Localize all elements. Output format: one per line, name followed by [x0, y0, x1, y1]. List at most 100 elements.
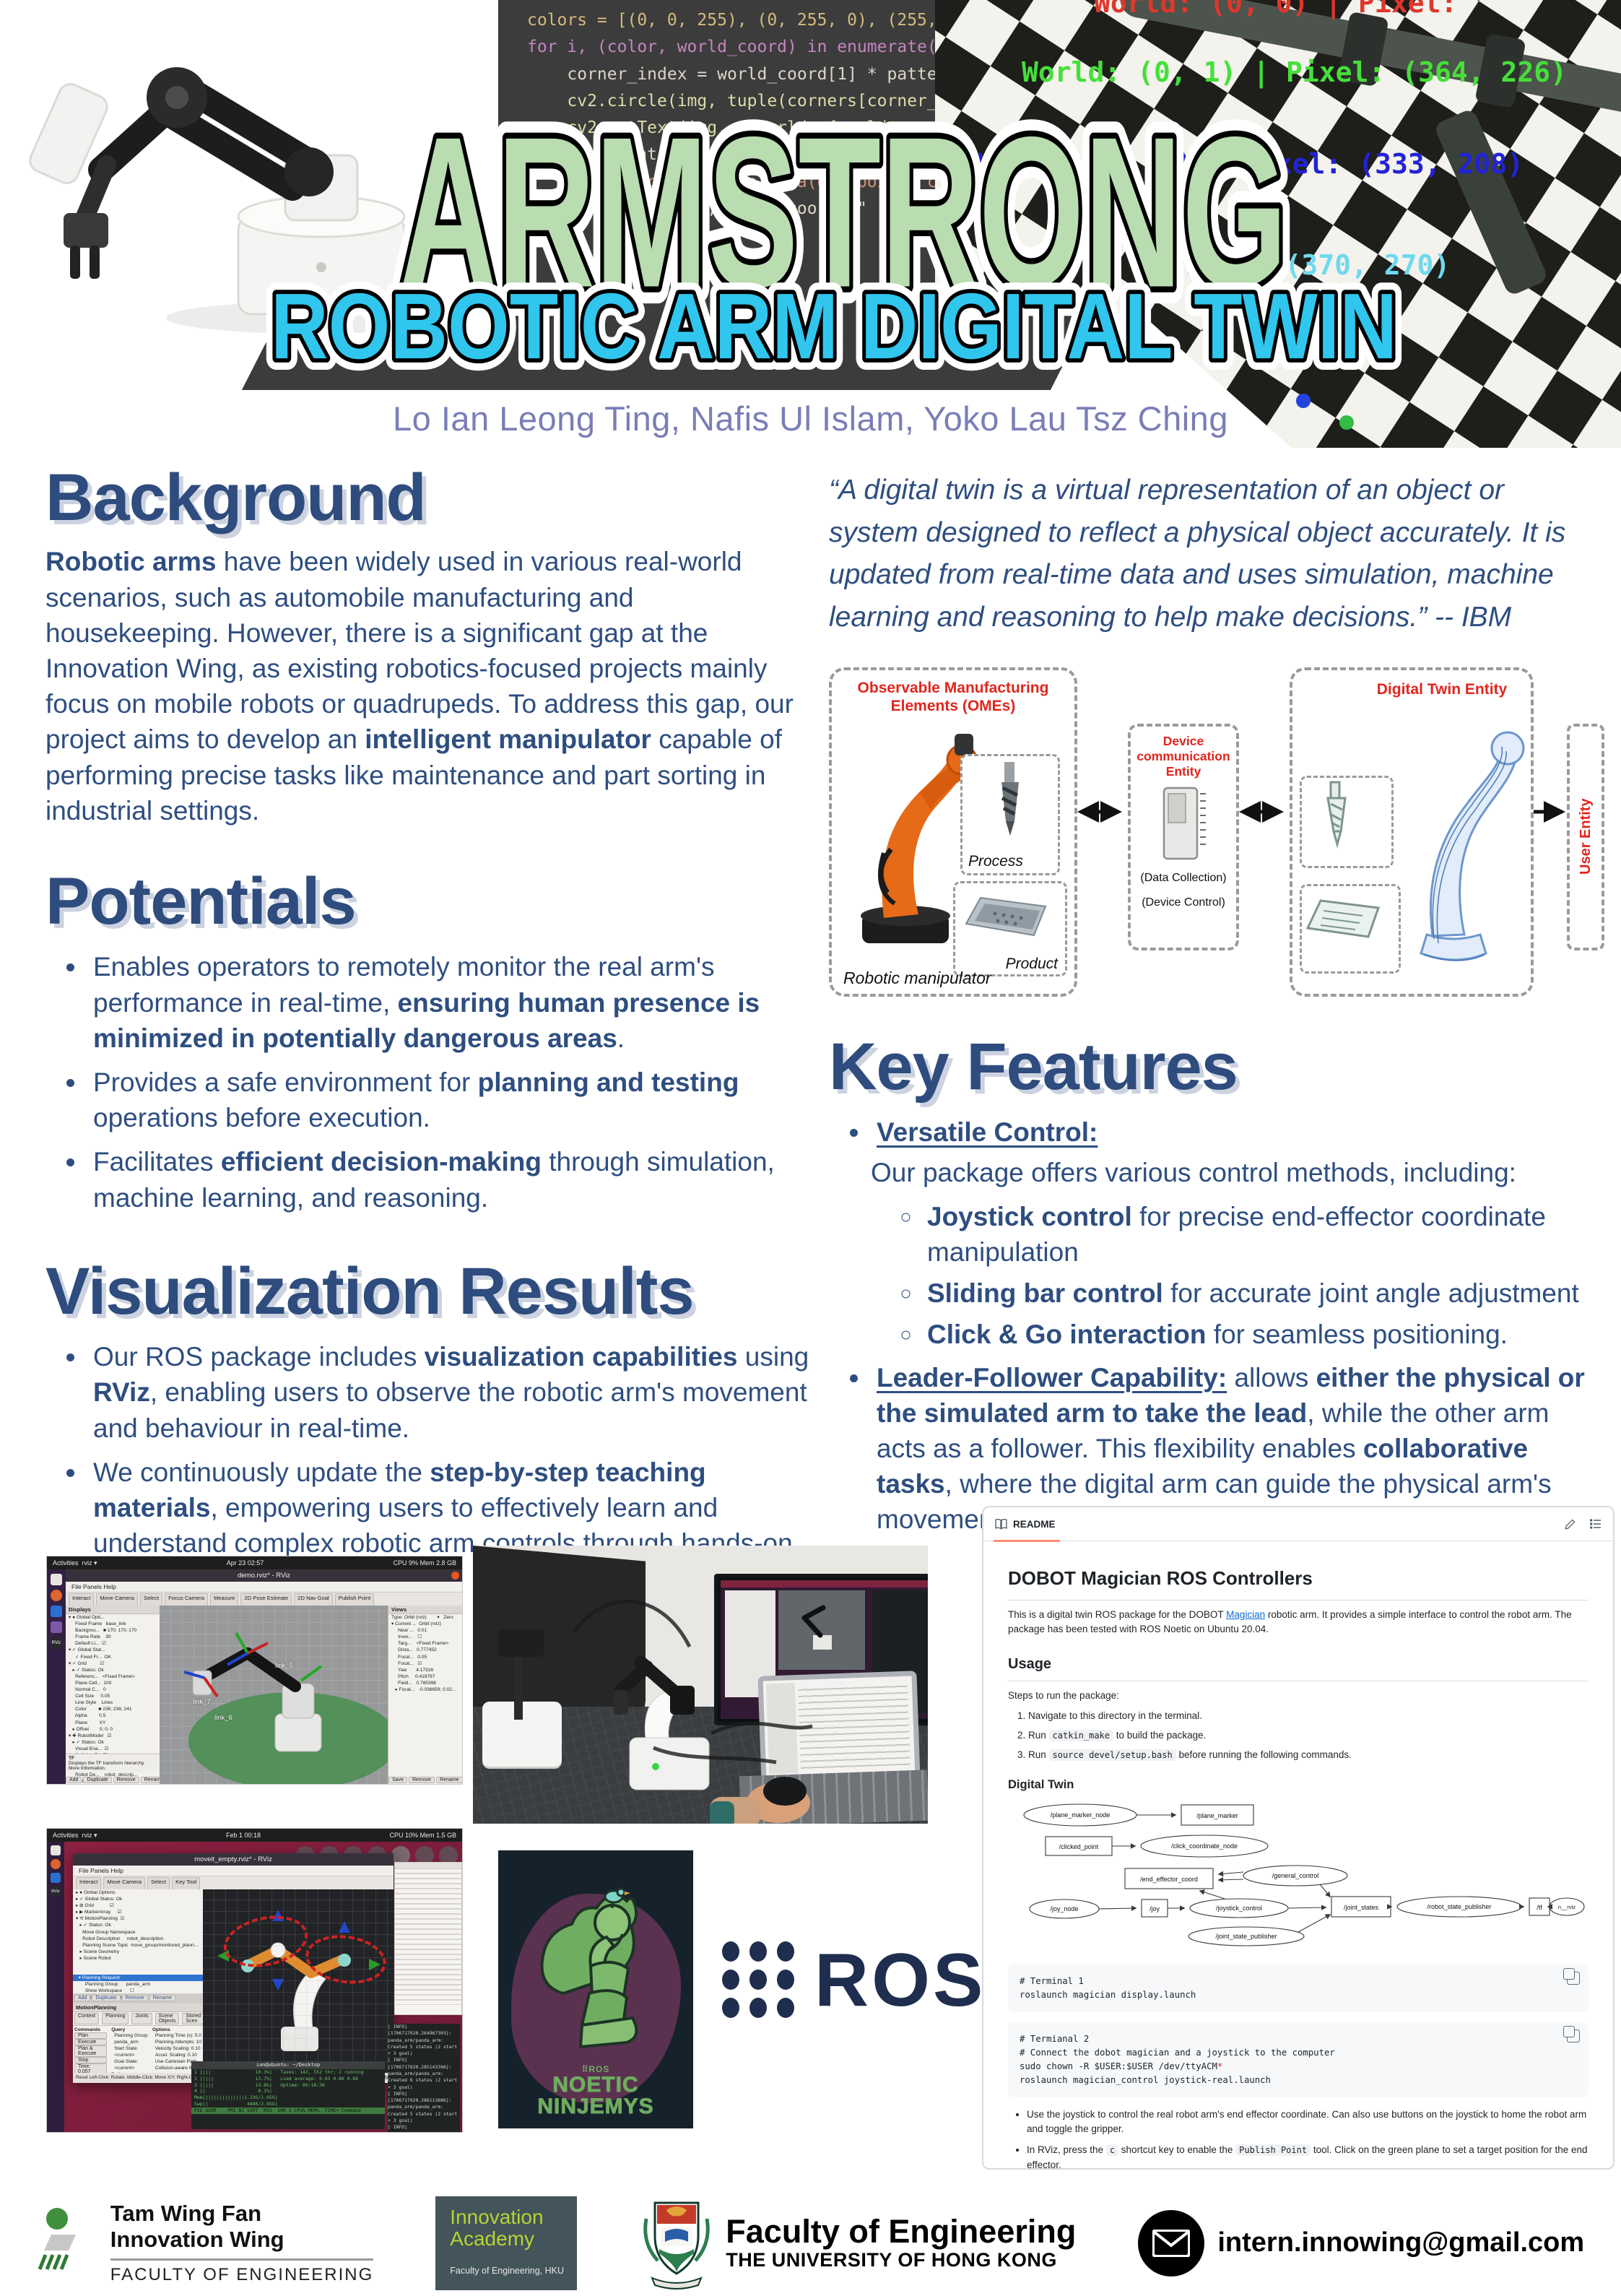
- displays-tree-row[interactable]: Plane XY: [69, 1720, 106, 1725]
- mp-tab[interactable]: Planning: [102, 2013, 129, 2024]
- toolbar-button[interactable]: Select: [147, 1877, 170, 1890]
- displays-tree-row[interactable]: Backgrou... ■ 170; 170; 170: [69, 1628, 137, 1634]
- displays-tree-row[interactable]: ▸ ⊞ Grid ☑: [76, 1903, 114, 1909]
- toolbar-button[interactable]: Key Tool: [172, 1877, 201, 1890]
- moveit-menubar[interactable]: File Panels Help: [73, 1866, 394, 1876]
- query-row[interactable]: <current>: [114, 2066, 135, 2071]
- displays-tree-row[interactable]: Planning Group panda_arm: [76, 1982, 150, 1988]
- views-row[interactable]: Dista... 0.777452: [391, 1647, 437, 1653]
- inline-link[interactable]: Magician: [1226, 1609, 1266, 1620]
- query-row[interactable]: <current>: [114, 2053, 135, 2058]
- app-indicator[interactable]: rviz ▾: [82, 1559, 97, 1567]
- system-indicators[interactable]: CPU 9% Mem 2.8 GB: [393, 1559, 456, 1567]
- displays-tree-row[interactable]: ▸ Offset 0; 0; 0: [69, 1726, 113, 1732]
- close-button[interactable]: [451, 1572, 459, 1580]
- toolbar-button[interactable]: Measure: [209, 1593, 239, 1606]
- ros-log-terminal[interactable]: [ INFO] [1706717920.264967303]: panda_ar…: [388, 2024, 460, 2132]
- displays-tree-row[interactable]: Referenc... <Fixed Frame>: [69, 1673, 135, 1679]
- views-panel-header[interactable]: Views: [388, 1606, 462, 1614]
- panel-button[interactable]: Remove: [408, 1777, 435, 1783]
- displays-tree-row[interactable]: ▾ ✓ Global Stat...: [69, 1647, 105, 1653]
- toolbar-button[interactable]: Move Camera: [103, 1877, 146, 1890]
- displays-tree-row[interactable]: ▸ ✓ Status: Ok: [76, 1923, 111, 1928]
- displays-tree-row[interactable]: Visual Ena... ☑: [69, 1746, 109, 1751]
- views-row[interactable]: ▸ Focal... -0.036659; 0.02...: [391, 1687, 456, 1693]
- query-row[interactable]: panda_arm: [114, 2040, 139, 2045]
- displays-tree-row[interactable]: Planning Scene Topic move_group/monitore…: [76, 1942, 199, 1948]
- moveit-viewport[interactable]: [203, 1889, 394, 2073]
- displays-tree-row[interactable]: ▸ ✓ Status: Ok: [69, 1667, 104, 1673]
- outline-list-icon[interactable]: [1590, 1519, 1602, 1529]
- app-indicator[interactable]: rviz ▾: [82, 1831, 97, 1839]
- displays-tree-row[interactable]: Move Group Namespace: [76, 1929, 136, 1935]
- views-row[interactable]: Type: Orbit (rviz) ▾ Zero: [391, 1615, 453, 1620]
- command-button[interactable]: Plan: [74, 2032, 108, 2039]
- ubuntu-dock-2[interactable]: RViz: [47, 1842, 64, 2132]
- option-row[interactable]: Velocity Scaling: 0.10: [155, 2046, 201, 2052]
- displays-tree-row[interactable]: Frame Rate 30: [69, 1634, 111, 1640]
- query-row[interactable]: Start State:: [114, 2046, 139, 2052]
- displays-tree-row[interactable]: Plane Cell... 100: [69, 1680, 112, 1686]
- displays-tree-row[interactable]: ▸ Scene Geometry: [76, 1949, 120, 1954]
- toolbar-button[interactable]: Move Camera: [96, 1593, 139, 1606]
- views-row[interactable]: Targ... <Fixed Frame>: [391, 1641, 449, 1647]
- displays-tree-row[interactable]: Show Workspace ☐: [76, 1988, 134, 1994]
- toolbar-button[interactable]: Focus Camera: [165, 1593, 208, 1606]
- views-row[interactable]: Pitch 0.419797: [391, 1673, 435, 1679]
- displays-tree-row[interactable]: Fixed Frame base_link: [69, 1621, 126, 1627]
- toolbar-button[interactable]: 2D Pose Estimate: [240, 1593, 292, 1606]
- toolbar-button[interactable]: Select: [140, 1593, 163, 1606]
- views-row[interactable]: ▾ Current ... Orbit (rviz): [391, 1621, 441, 1627]
- displays-tree-row[interactable]: Default Li... ☑: [69, 1641, 107, 1647]
- views-row[interactable]: Focal... 0.05: [391, 1654, 427, 1660]
- edit-pencil-icon[interactable]: [1565, 1518, 1576, 1530]
- email-address[interactable]: intern.innowing@gmail.com: [1217, 2227, 1585, 2258]
- panel-button[interactable]: Duplicate: [83, 1777, 112, 1783]
- displays-tree-row[interactable]: Robot Description robot_description: [76, 1936, 164, 1941]
- displays-tree-row[interactable]: Line Style Lines: [69, 1700, 113, 1706]
- htop-terminal[interactable]: ian@ubuntu: ~/Desktop 1 [||| 10.3%] Task…: [191, 2061, 385, 2129]
- views-row[interactable]: Yaw 4.17316: [391, 1667, 434, 1673]
- displays-tree-row[interactable]: ▾ ⟲ MotionPlanning ☑: [76, 1916, 125, 1922]
- activities-button[interactable]: Activities: [53, 1559, 79, 1567]
- option-row[interactable]: Planning Attempts: 10: [155, 2040, 201, 2045]
- displays-tree-row[interactable]: Color ■ 236; 236; 241: [69, 1707, 132, 1712]
- panel-button[interactable]: Rename: [149, 1995, 176, 2001]
- rviz-menubar[interactable]: File Panels Help: [66, 1582, 462, 1593]
- panel-button[interactable]: Rename: [436, 1777, 462, 1783]
- displays-tree-row[interactable]: ▾ ✚ RobotModel ☑: [69, 1733, 112, 1738]
- panel-button[interactable]: Add: [66, 1777, 82, 1783]
- query-row[interactable]: Goal State:: [114, 2059, 139, 2065]
- panel-button[interactable]: Duplicate: [92, 1995, 121, 2001]
- displays-tree-row[interactable]: Robot De... robot_descrip...: [69, 1772, 138, 1778]
- displays-tree-row[interactable]: ▾ ● Global Opti...: [69, 1615, 105, 1620]
- mp-tab[interactable]: Joints: [131, 2013, 152, 2024]
- toolbar-button[interactable]: Publish Point: [334, 1593, 375, 1606]
- displays-tree-row[interactable]: ▸ ✓ Global Status: Ok: [76, 1897, 123, 1902]
- panel-button[interactable]: Add: [74, 1995, 91, 2001]
- option-row[interactable]: Planning Time (s): 5.0: [155, 2033, 201, 2038]
- views-row[interactable]: Field... 0.785398: [391, 1680, 436, 1686]
- option-row[interactable]: Accel. Scaling: 0.10: [155, 2053, 197, 2058]
- toolbar-button[interactable]: 2D Nav Goal: [294, 1593, 333, 1606]
- copy-icon[interactable]: [1563, 1967, 1580, 1985]
- command-button[interactable]: Time: 0.057: [74, 2063, 108, 2073]
- displays-tree-row[interactable]: ▸ ● Global Options: [76, 1890, 116, 1895]
- displays-tree-row-selected[interactable]: ▾ Planning Request: [73, 1975, 203, 1982]
- motion-planning-header[interactable]: MotionPlanning: [73, 2003, 203, 2012]
- rviz-titlebar[interactable]: demo.rviz* - RViz: [66, 1569, 462, 1582]
- toolbar-button[interactable]: Interact: [76, 1877, 102, 1890]
- moveit-titlebar[interactable]: moveit_empty.rviz* - RViz: [73, 1853, 394, 1866]
- copy-icon[interactable]: [1563, 2025, 1580, 2042]
- displays-tree-row[interactable]: ▸ ✓ Status: Ok: [69, 1739, 104, 1745]
- mp-tab[interactable]: Stored Scen: [182, 2013, 203, 2024]
- option-checkbox[interactable]: Collision-aware IK: [155, 2066, 194, 2071]
- rviz-3d-viewport[interactable]: link_7 link_6 link_5: [160, 1606, 388, 1784]
- displays-tree-row[interactable]: ▸ Scene Robot: [76, 1955, 111, 1961]
- option-checkbox[interactable]: Approx IK Solutions: [152, 2072, 201, 2074]
- views-row[interactable]: Inver... ☐: [391, 1634, 422, 1640]
- mp-tab[interactable]: Context: [74, 2013, 100, 2024]
- displays-tree-row[interactable]: ▸ ▶ MarkerArray ☑: [76, 1910, 122, 1915]
- command-button[interactable]: Execute: [74, 2039, 108, 2045]
- displays-tree-row[interactable]: ✓ Fixed Fr... OK: [69, 1654, 112, 1660]
